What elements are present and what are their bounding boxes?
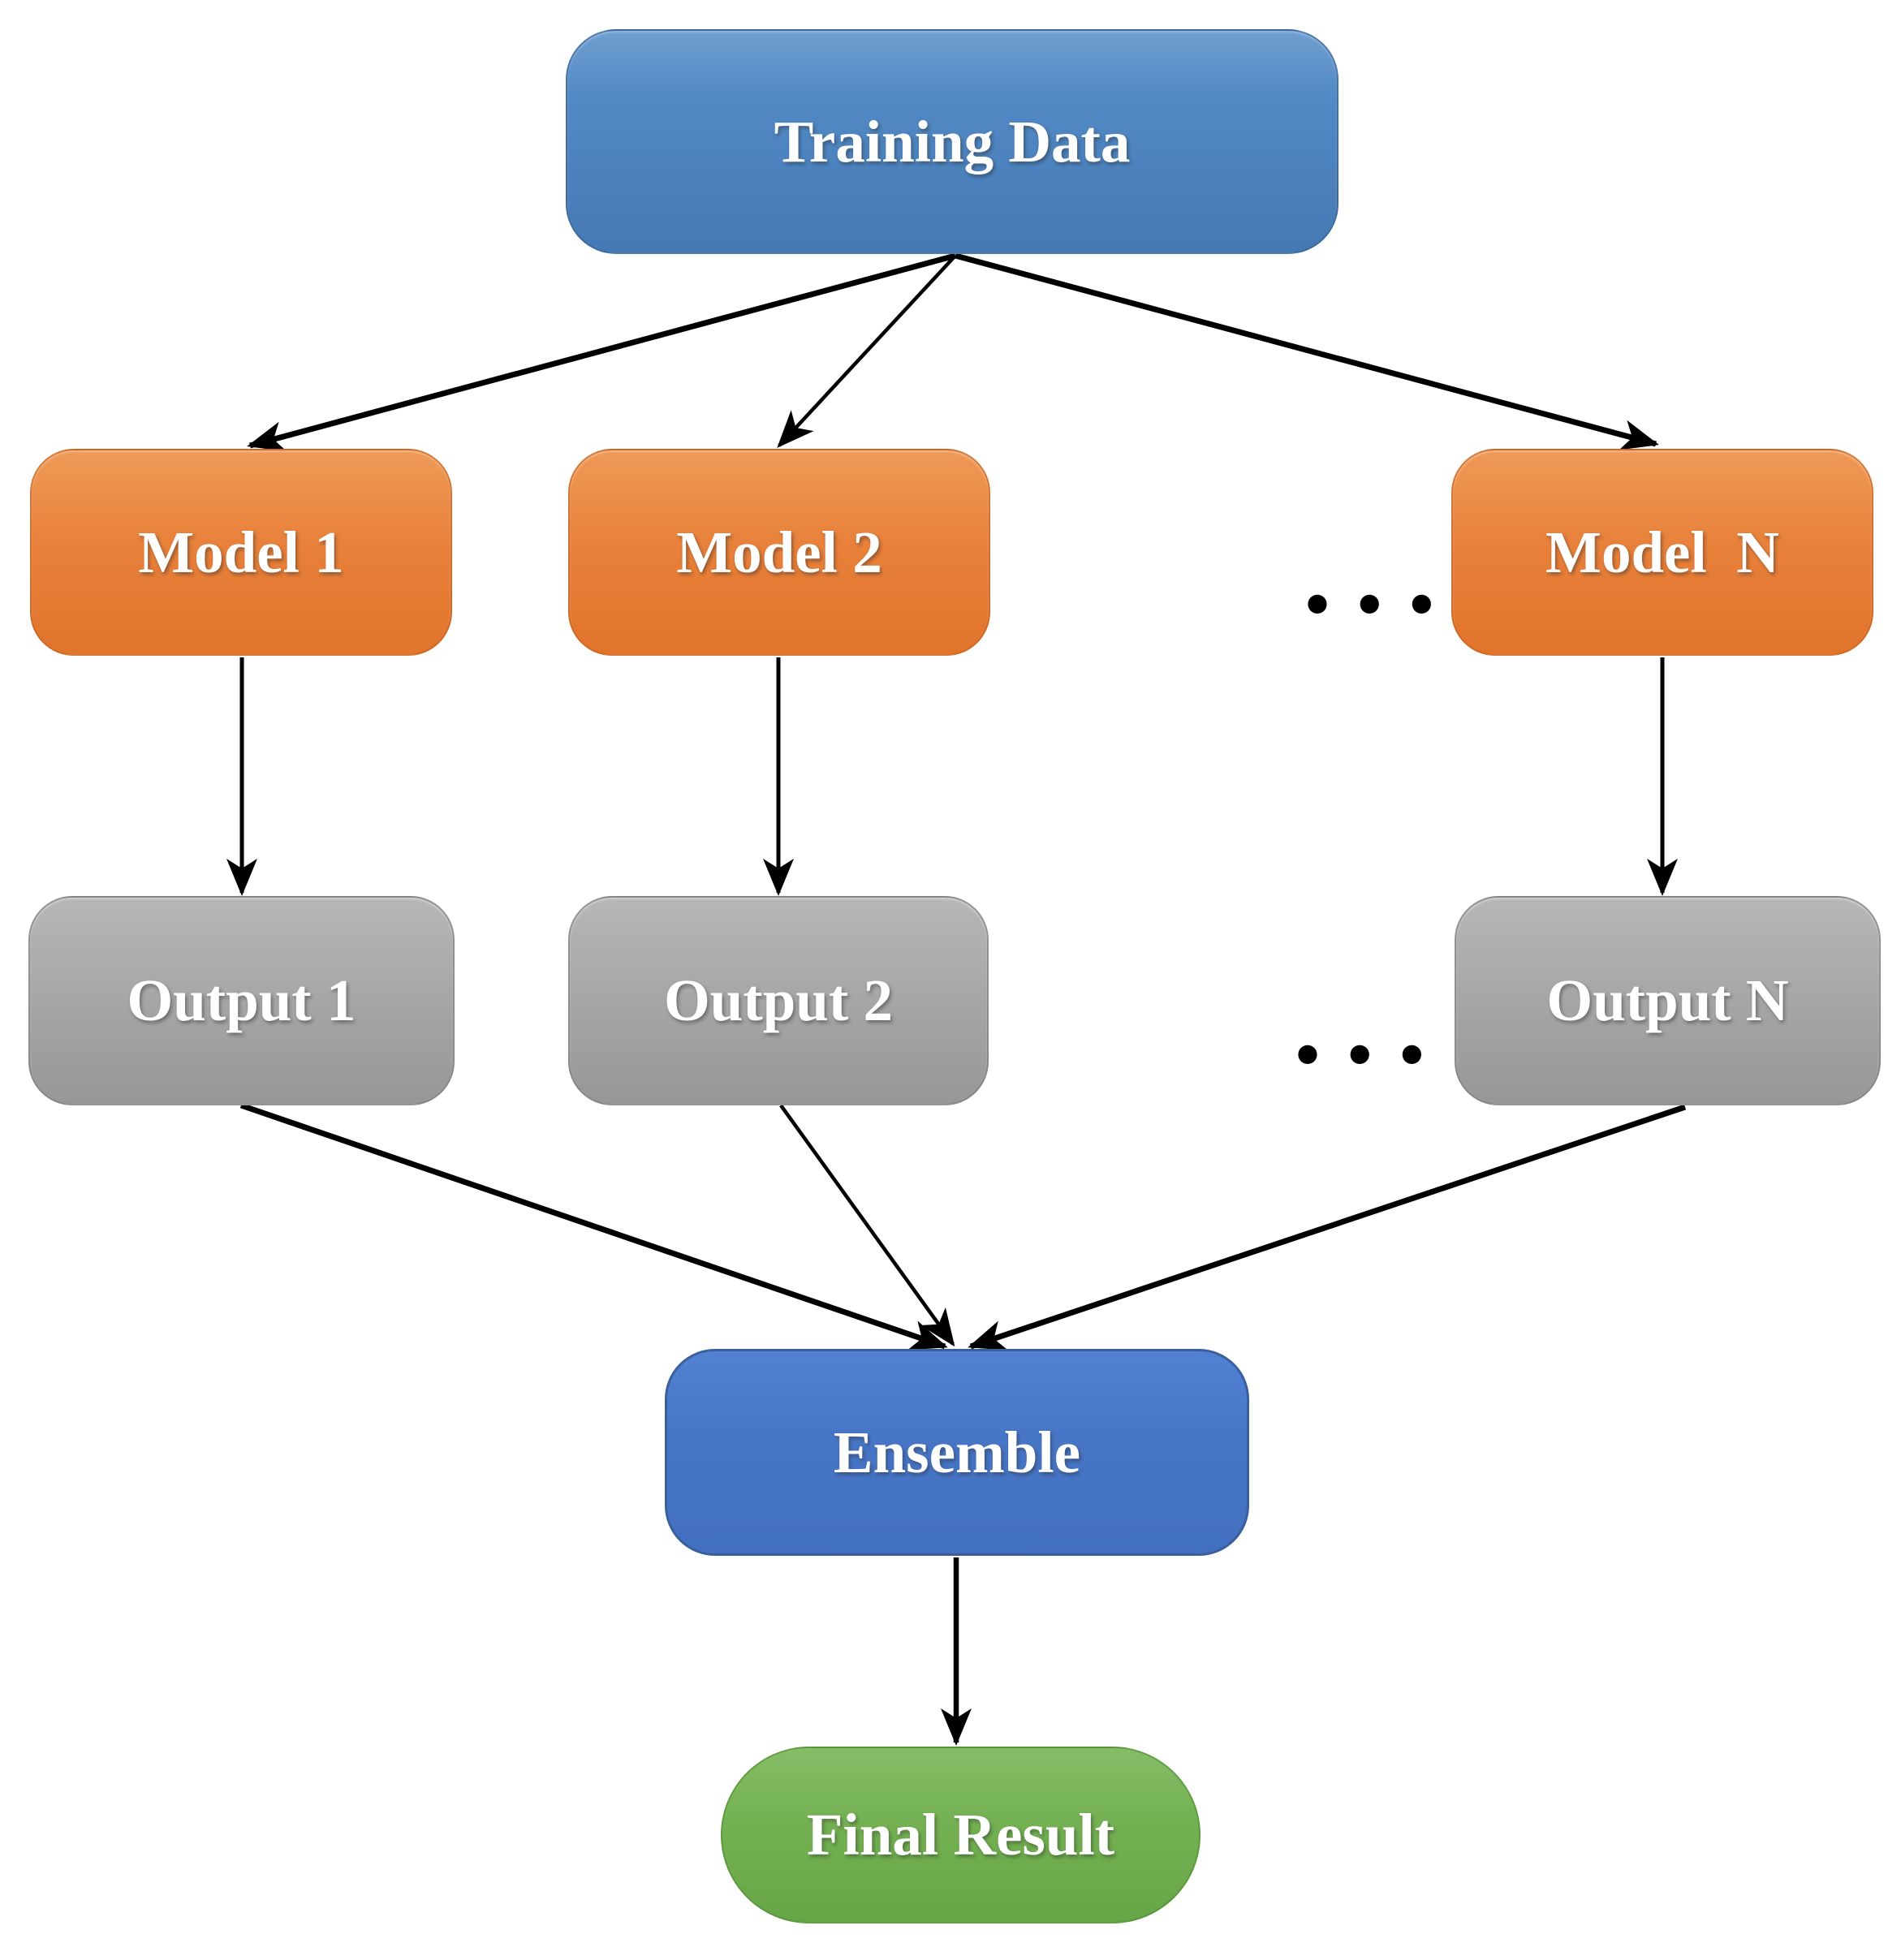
- arrow-output-n-to-ensemble: [968, 1104, 1687, 1350]
- node-output-1: Output 1: [28, 896, 455, 1105]
- node-model-1: Model 1: [30, 449, 452, 656]
- node-output-1-label: Output 1: [127, 967, 356, 1033]
- models-ellipsis-dots: •••: [1154, 526, 1456, 687]
- arrow-training-to-model-1: [247, 252, 956, 452]
- node-ensemble: Ensemble: [665, 1349, 1249, 1556]
- node-output-n-label: Output N: [1546, 967, 1789, 1033]
- node-training-data: Training Data: [566, 29, 1338, 254]
- arrow-training-to-model-2: [777, 254, 957, 448]
- node-ensemble-label: Ensemble: [833, 1419, 1081, 1485]
- node-output-n: Output N: [1455, 896, 1881, 1105]
- outputs-ellipsis-dots: •••: [1144, 976, 1446, 1137]
- outputs-ellipsis-label: •••: [1290, 1025, 1447, 1088]
- node-model-2-label: Model 2: [676, 519, 882, 585]
- node-model-2: Model 2: [568, 449, 990, 656]
- arrow-output-1-to-ensemble: [239, 1102, 948, 1350]
- node-output-2: Output 2: [568, 896, 989, 1105]
- node-model-1-label: Model 1: [138, 519, 344, 585]
- models-ellipsis-label: •••: [1300, 575, 1457, 637]
- node-output-2-label: Output 2: [664, 967, 893, 1033]
- node-model-n-label: Model N: [1545, 519, 1779, 585]
- node-training-data-label: Training Data: [774, 108, 1131, 174]
- node-final-result: Final Result: [721, 1747, 1201, 1923]
- arrow-output-2-to-ensemble: [779, 1104, 955, 1347]
- node-final-result-label: Final Result: [806, 1802, 1115, 1867]
- arrow-training-to-model-n: [955, 252, 1659, 450]
- node-model-n: Model N: [1451, 449, 1873, 656]
